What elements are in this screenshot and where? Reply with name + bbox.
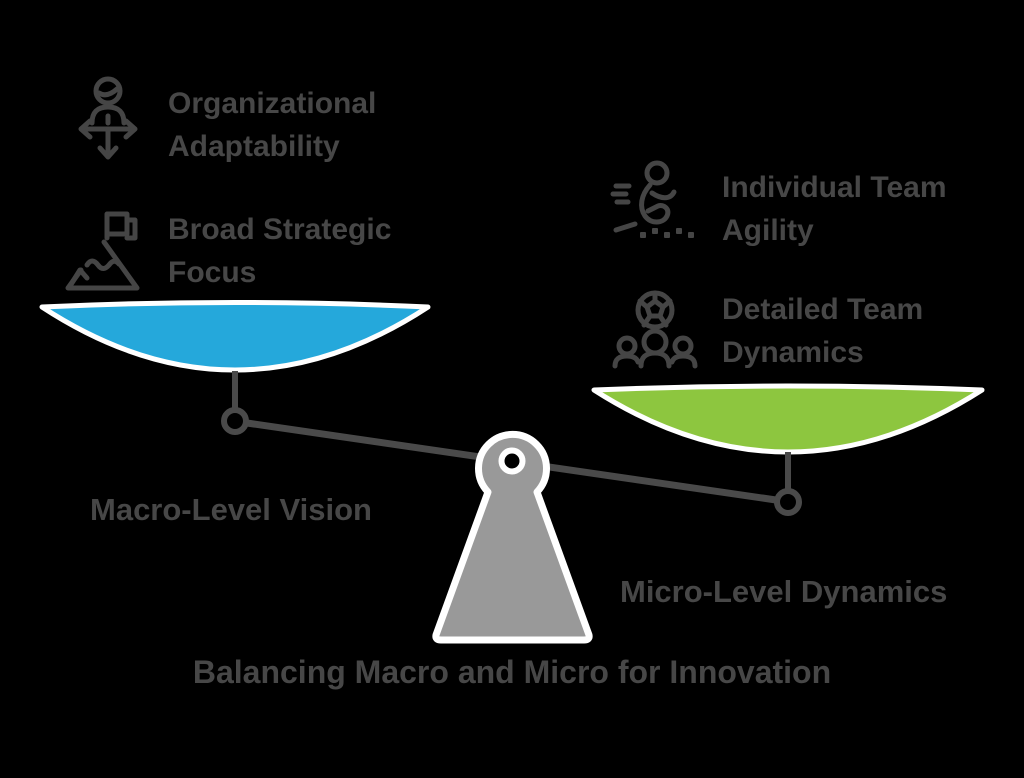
- left-item-1-label: Organizational Adaptability: [168, 87, 377, 163]
- fulcrum: [432, 431, 593, 644]
- macro-pan-ring: [221, 407, 249, 435]
- macro-pan-label: Macro-Level Vision: [90, 492, 372, 527]
- macro-pan-bowl: [39, 300, 431, 373]
- fulcrum-hole: [498, 447, 526, 475]
- adaptability-arrows-icon: [73, 76, 143, 168]
- mountain-flag-icon: [60, 202, 140, 292]
- soccer-ball-team-icon: [607, 288, 702, 370]
- right-item-2-label: Detailed Team Dynamics: [722, 293, 924, 369]
- micro-pan-bowl: [591, 383, 985, 455]
- micro-pan-label: Micro-Level Dynamics: [620, 574, 948, 609]
- right-item-1-label: Individual Team Agility: [722, 171, 947, 247]
- micro-pan-ring: [774, 488, 802, 516]
- left-item-2-label: Broad Strategic Focus: [168, 213, 392, 289]
- diagram-title: Balancing Macro and Micro for Innovation: [192, 654, 832, 690]
- running-person-icon: [608, 158, 700, 250]
